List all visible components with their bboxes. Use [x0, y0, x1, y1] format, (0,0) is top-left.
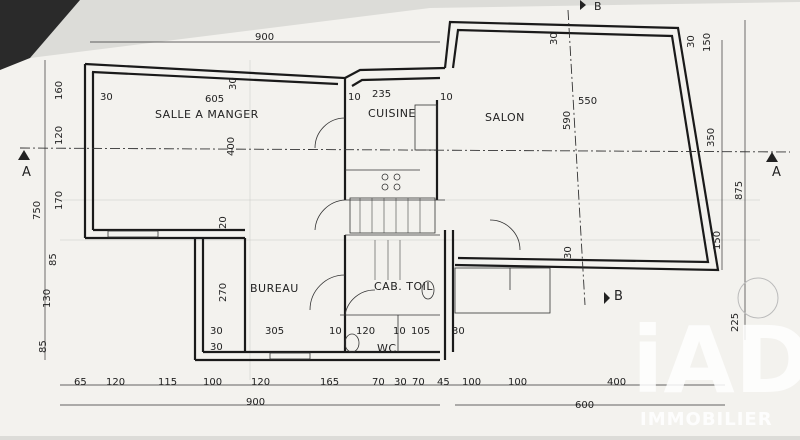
dim-mid-20: 20 — [218, 216, 229, 229]
dim-total-600: 600 — [575, 400, 594, 411]
dim-left-750: 750 — [32, 201, 43, 220]
dim-bottom-120b: 120 — [251, 377, 270, 388]
dim-bottom-45: 45 — [437, 377, 450, 388]
dim-left-85: 85 — [48, 253, 59, 266]
section-axis-a — [19, 147, 791, 153]
dim-sam-30: 30 — [100, 92, 113, 103]
dim-salon-30: 30 — [563, 246, 574, 259]
brand-watermark: iAD IMMOBILIER — [632, 307, 800, 430]
exterior-walls — [83, 20, 720, 362]
stamp-circle — [737, 277, 779, 319]
dim-bottom-115: 115 — [158, 377, 177, 388]
dim-left-120: 120 — [54, 126, 65, 145]
dim-right-150: 150 — [702, 33, 713, 52]
dim-right-350: 350 — [706, 128, 717, 147]
interior-walls — [107, 88, 551, 360]
dim-sam-605: 605 — [205, 94, 224, 105]
dim-right-225: 225 — [730, 313, 741, 332]
dim-right-150b: 150 — [712, 231, 723, 250]
dim-b-305: 305 — [265, 326, 284, 337]
room-label-salle-a-manger: SALLE A MANGER — [155, 108, 259, 121]
room-label-bureau: BUREAU — [250, 282, 299, 295]
dim-left-170: 170 — [54, 191, 65, 210]
section-marker-a-left-label: A — [22, 165, 31, 180]
dim-salon-550: 550 — [578, 96, 597, 107]
dim-right-875: 875 — [734, 181, 745, 200]
dim-bottom-100c: 100 — [508, 377, 527, 388]
dark-corner — [0, 0, 80, 70]
section-marker-b-bottom: B — [604, 289, 623, 304]
dim-bottom-70: 70 — [372, 377, 385, 388]
dim-b-10: 10 — [329, 326, 342, 337]
dim-sam-400: 400 — [226, 137, 237, 156]
dim-b-120: 120 — [356, 326, 375, 337]
section-marker-b-top-label: B — [594, 0, 602, 13]
dim-left-130: 130 — [42, 289, 53, 308]
section-marker-b-top: B — [580, 0, 602, 13]
section-axis-b — [567, 9, 586, 306]
dim-cuis-10: 10 — [348, 92, 361, 103]
dim-top-900: 900 — [255, 32, 274, 43]
brand-logo: iAD — [632, 307, 800, 414]
room-label-wc: WC — [377, 342, 397, 355]
section-marker-a-left: A — [18, 150, 31, 180]
section-marker-a-right: A — [766, 152, 781, 180]
dim-left-160: 160 — [54, 81, 65, 100]
dim-left-85b: 85 — [38, 340, 49, 353]
dim-bottom-70b: 70 — [412, 377, 425, 388]
dim-bottom-100: 100 — [203, 377, 222, 388]
dim-bottom-165: 165 — [320, 377, 339, 388]
dim-bottom-65: 65 — [74, 377, 87, 388]
dim-b-30: 30 — [210, 326, 223, 337]
dim-b-10b: 10 — [393, 326, 406, 337]
dimension-lines — [44, 20, 746, 406]
bottom-dimension-chain: 65 120 115 100 120 165 70 30 70 45 100 1… — [74, 377, 626, 388]
dim-cuis-235: 235 — [372, 89, 391, 100]
brand-subtitle: IMMOBILIER — [640, 409, 773, 430]
dim-bureau-270: 270 — [218, 283, 229, 302]
dim-b-30b: 30 — [452, 326, 465, 337]
section-marker-a-right-label: A — [772, 165, 781, 180]
room-label-cuisine: CUISINE — [368, 107, 416, 120]
dim-bottom-120: 120 — [106, 377, 125, 388]
dim-bottom-400: 400 — [607, 377, 626, 388]
dim-bottom-100b: 100 — [462, 377, 481, 388]
dim-b-30c: 30 — [210, 342, 223, 353]
dim-top-30: 30 — [549, 32, 560, 45]
dim-salon-590: 590 — [562, 111, 573, 130]
dim-total-900: 900 — [246, 397, 265, 408]
section-marker-b-bottom-label: B — [614, 289, 623, 304]
dim-cuis-10b: 10 — [440, 92, 453, 103]
dim-bottom-30: 30 — [394, 377, 407, 388]
dim-b-105: 105 — [411, 326, 430, 337]
room-label-cab-toil: CAB. TOIL — [374, 280, 433, 293]
dim-sam-30-top: 30 — [228, 77, 239, 90]
dim-salon-top-30: 30 — [686, 35, 697, 48]
room-label-salon: SALON — [485, 111, 525, 124]
